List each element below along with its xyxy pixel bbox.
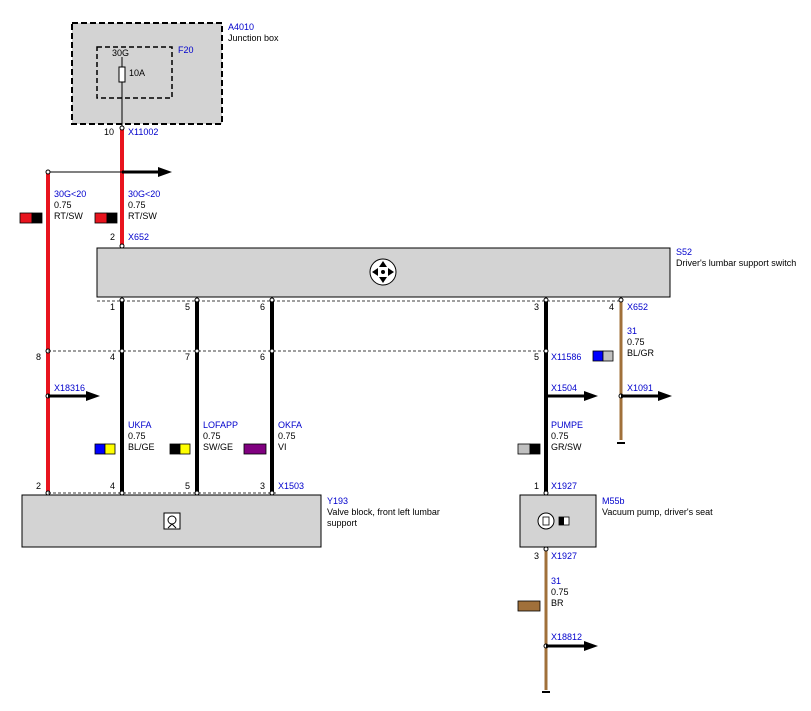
pin-2-switch: 2 <box>110 232 116 242</box>
junction-box[interactable] <box>71 22 223 125</box>
fuse-rating: 10A <box>129 68 146 78</box>
pin-valve-2: 2 <box>36 481 42 491</box>
pump-box[interactable] <box>519 494 597 548</box>
connector-x18812: X18812 <box>551 632 583 642</box>
wire-label-okfa: OKFA 0.75 VI <box>278 420 303 452</box>
connector-x18316: X18316 <box>54 383 86 393</box>
connector-x1503: X1503 <box>278 481 305 491</box>
pin-mid-8: 8 <box>36 352 42 362</box>
wire-label-mid: 30G<20 0.75 RT/SW <box>128 189 161 221</box>
junction-box-code: A4010 <box>228 22 255 32</box>
connector-x11586: X11586 <box>551 352 582 362</box>
pin-mid-4: 4 <box>110 352 116 362</box>
pin-10: 10 <box>104 127 115 137</box>
pin-mid-6: 6 <box>260 352 266 362</box>
connector-x11002: X11002 <box>128 127 159 137</box>
valve-block-name-2: support <box>327 518 358 528</box>
wire-label-pumpe: PUMPE 0.75 GR/SW <box>551 420 584 452</box>
wire-label-lofapp: LOFAPP 0.75 SW/GE <box>203 420 239 452</box>
pin-valve-5: 5 <box>185 481 191 491</box>
switch-name: Driver's lumbar support switch <box>676 258 797 268</box>
connector-x1927-bottom: X1927 <box>551 551 578 561</box>
fuse-icon <box>118 66 126 83</box>
wire-label-left: 30G<20 0.75 RT/SW <box>54 189 87 221</box>
pin-switch-1: 1 <box>110 302 116 312</box>
pump-name: Vacuum pump, driver's seat <box>602 507 713 517</box>
junction-box-name: Junction box <box>228 33 279 43</box>
fuse-terminal: 30G <box>112 48 130 58</box>
wire-label-gnd2: 31 0.75 BR <box>551 576 569 608</box>
fuse-holder <box>96 46 173 99</box>
pin-valve-4: 4 <box>110 481 116 491</box>
pin-switch-5: 5 <box>185 302 191 312</box>
pin-switch-3: 3 <box>534 302 540 312</box>
pin-pump-1: 1 <box>534 481 540 491</box>
wire-label-gnd1: 31 0.75 BL/GR <box>627 326 655 358</box>
connector-x1927-top: X1927 <box>551 481 578 491</box>
pin-valve-3: 3 <box>260 481 266 491</box>
pin-pump-3: 3 <box>534 551 540 561</box>
valve-block-code: Y193 <box>327 496 349 506</box>
connector-x1091: X1091 <box>627 383 654 393</box>
fuse-code: F20 <box>178 45 194 55</box>
pump-code: M55b <box>602 496 625 506</box>
switch-code: S52 <box>676 247 693 257</box>
pin-mid-5: 5 <box>534 352 540 362</box>
connector-x652-right: X652 <box>627 302 649 312</box>
pin-mid-7: 7 <box>185 352 191 362</box>
wire-label-ukfa: UKFA 0.75 BL/GE <box>128 420 155 452</box>
connector-x652-top: X652 <box>128 232 150 242</box>
pin-switch-4: 4 <box>609 302 615 312</box>
valve-block-name-1: Valve block, front left lumbar <box>327 507 440 517</box>
connector-x1504: X1504 <box>551 383 578 393</box>
pin-switch-6: 6 <box>260 302 266 312</box>
